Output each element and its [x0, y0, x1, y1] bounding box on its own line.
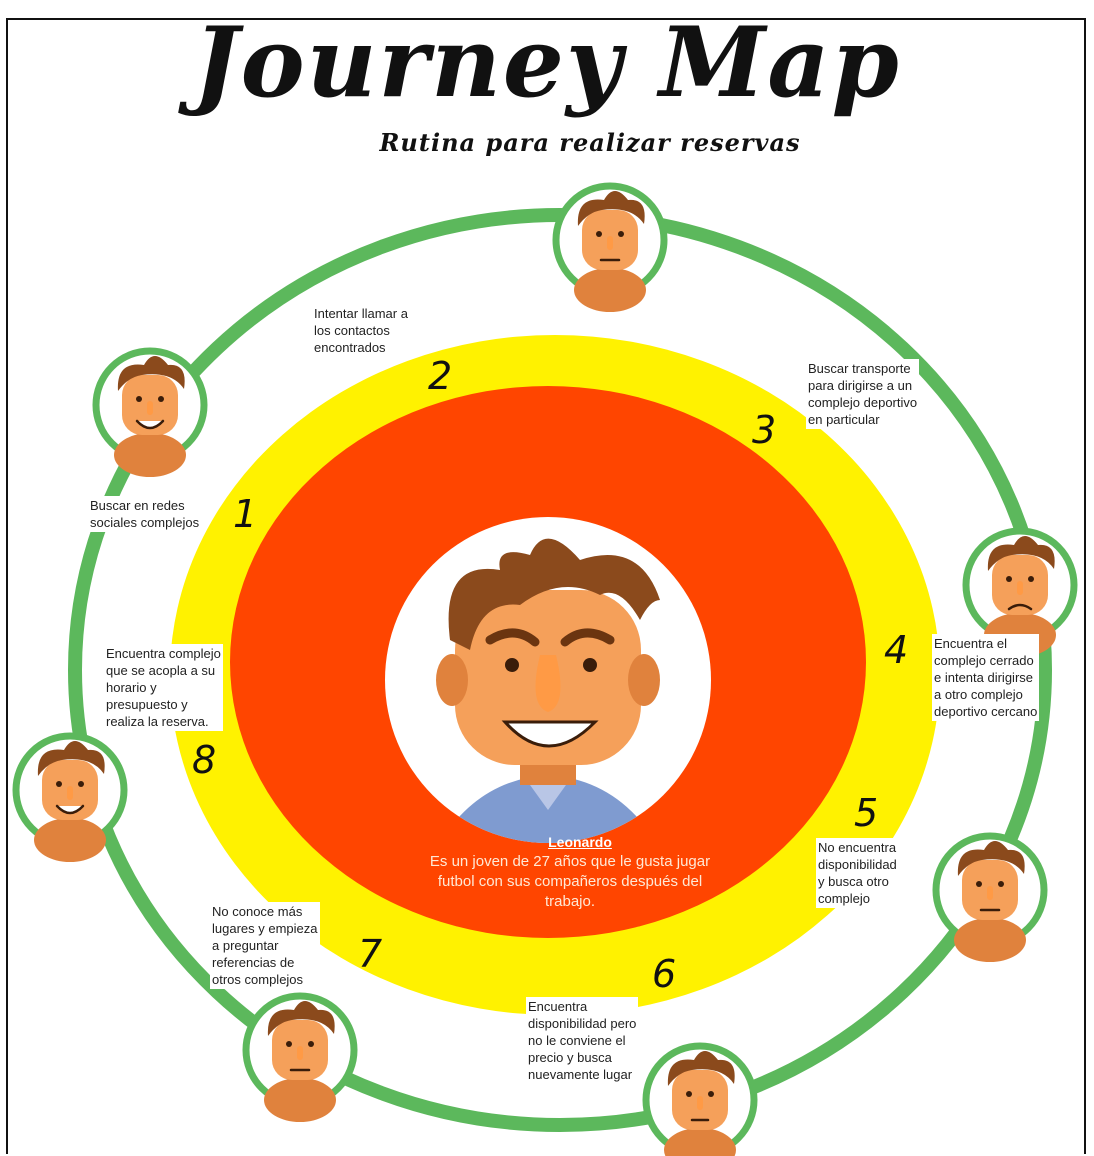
step-8-number: 8 — [192, 738, 217, 782]
step-5-text: No encuentra disponibilidad y busca otro… — [816, 838, 899, 908]
persona-illustration — [430, 538, 666, 843]
persona-name: Leonardo — [548, 834, 612, 850]
step-4-number: 4 — [884, 628, 909, 672]
page-title: Journey Map — [193, 6, 901, 119]
step-8-text: Encuentra complejo que se acopla a su ho… — [104, 644, 223, 731]
avatar-4 — [932, 832, 1048, 962]
avatar-5 — [642, 1042, 758, 1156]
step-3-number: 3 — [752, 408, 777, 452]
avatar-1 — [92, 347, 208, 477]
step-1-text: Buscar en redes sociales complejos — [88, 496, 202, 532]
page-border — [6, 18, 1086, 1154]
avatar-7 — [12, 732, 128, 862]
step-2-text: Intentar llamar a los contactos encontra… — [312, 304, 410, 357]
step-6-number: 6 — [652, 952, 677, 996]
avatar-2 — [552, 182, 668, 312]
step-7-number: 7 — [358, 932, 383, 976]
step-2-number: 2 — [428, 354, 453, 398]
page-subtitle: Rutina para realizar reservas — [379, 128, 801, 157]
step-7-text: No conoce más lugares y empieza a pregun… — [210, 902, 320, 989]
step-4-text: Encuentra el complejo cerrado e intenta … — [932, 634, 1040, 721]
step-1-number: 1 — [233, 492, 258, 536]
avatar-6 — [242, 992, 358, 1122]
step-6-text: Encuentra disponibilidad pero no le conv… — [526, 997, 639, 1084]
step-5-number: 5 — [854, 791, 879, 835]
persona-description: Es un joven de 27 años que le gusta juga… — [429, 853, 711, 910]
step-3-text: Buscar transporte para dirigirse a un co… — [806, 359, 920, 429]
